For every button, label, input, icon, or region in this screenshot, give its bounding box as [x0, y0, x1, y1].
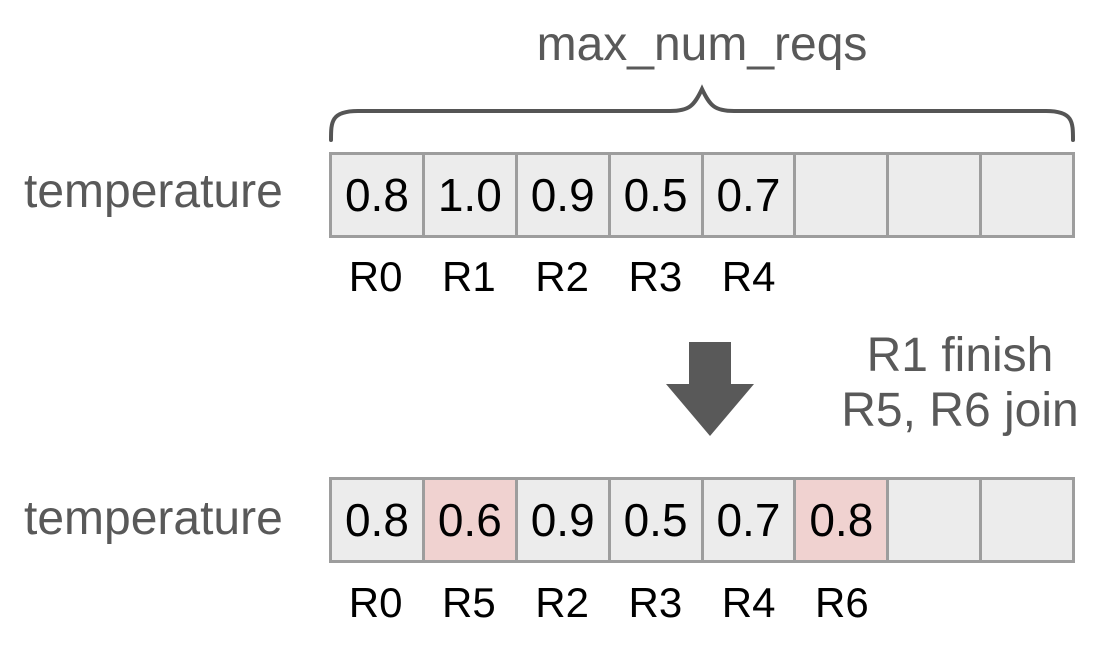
cell-value: 0.6: [437, 494, 502, 546]
request-label: R1: [442, 253, 496, 300]
request-label: [889, 255, 982, 299]
curly-brace-icon: [329, 84, 1075, 142]
array-cell: 1.0: [424, 155, 518, 235]
array-cell: [889, 480, 983, 560]
cell-value: 0.5: [623, 169, 688, 221]
array-cell: [982, 480, 1072, 560]
temperature-label-after: temperature: [24, 492, 283, 545]
array-cell: 0.8: [796, 480, 890, 560]
array-cell: 0.8: [332, 155, 425, 235]
request-label: R5: [442, 579, 496, 626]
request-label: [795, 255, 888, 299]
temperature-array-after: 0.8 0.6 0.9 0.5 0.7 0.8: [329, 477, 1075, 563]
array-cell: 0.6: [424, 480, 518, 560]
cell-value: 0.9: [530, 494, 595, 546]
cell-value: 0.8: [344, 494, 409, 546]
max-num-reqs-label: max_num_reqs: [536, 18, 868, 71]
cell-value: 0.8: [809, 494, 874, 546]
array-cell: 0.9: [517, 480, 611, 560]
request-label: R0: [348, 579, 403, 626]
request-label: R2: [535, 579, 589, 626]
transition-note: R1 finish R5, R6 join: [833, 328, 1087, 438]
array-cell: 0.8: [332, 480, 425, 560]
array-cell: 0.5: [610, 480, 704, 560]
cell-value: 0.7: [716, 494, 781, 546]
request-label: R3: [628, 253, 683, 300]
request-label: R6: [815, 579, 869, 626]
temperature-array-before: 0.8 1.0 0.9 0.5 0.7: [329, 152, 1075, 238]
cell-value: 0.9: [530, 169, 595, 221]
array-cell: 0.5: [610, 155, 704, 235]
request-label: R3: [628, 579, 683, 626]
request-label-row-before: R0 R1 R2 R3 R4: [329, 255, 1075, 299]
transition-note-line1: R1 finish: [866, 329, 1054, 382]
request-label: [982, 255, 1075, 299]
request-label: R4: [721, 579, 776, 626]
request-label: R2: [535, 253, 589, 300]
request-label: [982, 581, 1075, 625]
array-cell: 0.7: [703, 480, 797, 560]
cell-value: 0.7: [716, 169, 781, 221]
transition-note-line2: R5, R6 join: [841, 384, 1079, 437]
request-label-row-after: R0 R5 R2 R3 R4 R6: [329, 581, 1075, 625]
array-cell: [796, 155, 890, 235]
array-cell: 0.9: [517, 155, 611, 235]
request-label: R4: [721, 253, 776, 300]
cell-value: 0.5: [623, 494, 688, 546]
request-label: R0: [348, 253, 403, 300]
array-cell: [889, 155, 983, 235]
request-label: [889, 581, 982, 625]
cell-value: 0.8: [344, 169, 409, 221]
down-arrow-icon: [666, 342, 754, 436]
array-cell: [982, 155, 1072, 235]
cell-value: 1.0: [437, 169, 502, 221]
array-cell: 0.7: [703, 155, 797, 235]
temperature-label-before: temperature: [24, 165, 283, 218]
